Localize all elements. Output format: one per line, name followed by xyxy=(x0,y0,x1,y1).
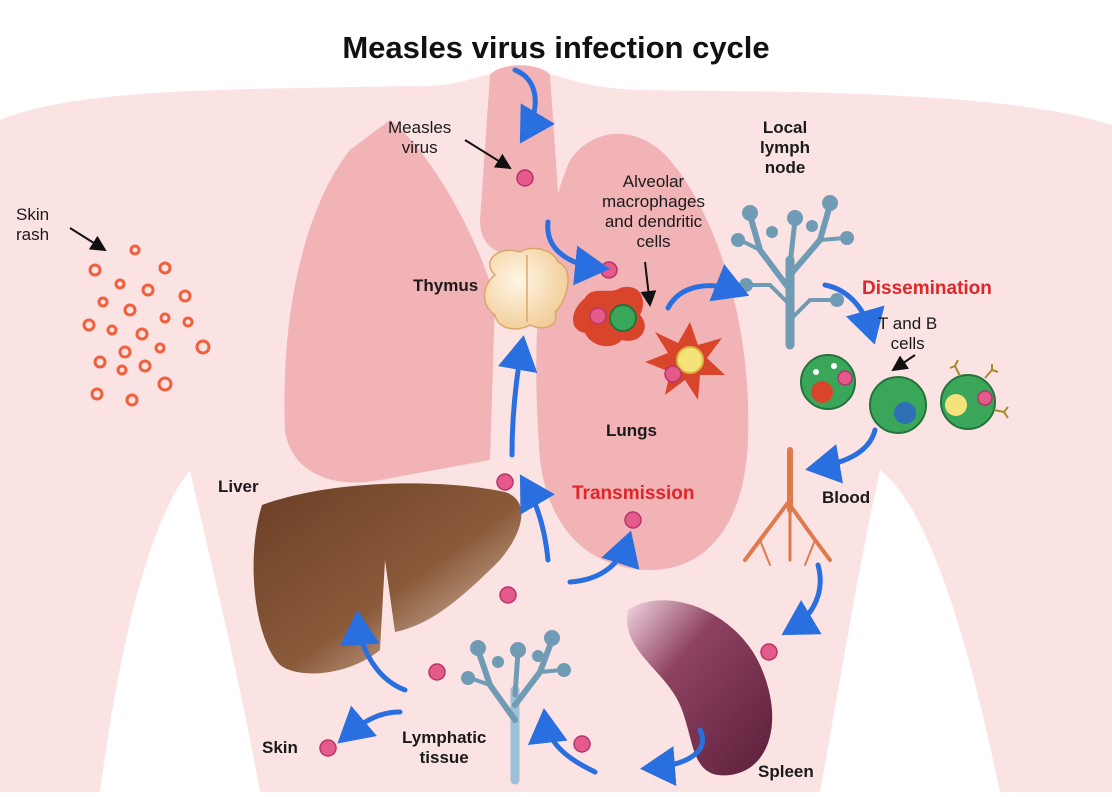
label-skin: Skin xyxy=(262,738,298,757)
alveolar-macrophage-cell xyxy=(572,286,645,347)
label-dissemination: Dissemination xyxy=(862,278,992,299)
virus-particles xyxy=(319,169,993,757)
liver-organ xyxy=(253,483,522,674)
left-lung xyxy=(284,120,495,483)
thymus-organ xyxy=(483,247,569,330)
label-t-and-b-cells: T and B cells xyxy=(878,314,938,353)
label-lungs: Lungs xyxy=(606,421,657,440)
right-lung xyxy=(536,133,749,570)
blood-vessel xyxy=(743,447,832,566)
t-cell-2 xyxy=(940,359,1009,430)
local-lymph-node-organ xyxy=(731,195,854,350)
label-liver: Liver xyxy=(218,477,259,496)
t-cell-1 xyxy=(800,354,856,410)
label-transmission: Transmission xyxy=(572,483,695,504)
pointer-arrows xyxy=(69,139,916,372)
skin-rash-dots xyxy=(82,244,211,407)
label-spleen: Spleen xyxy=(758,762,814,781)
diagram-title: Measles virus infection cycle xyxy=(342,30,770,65)
label-measles-virus: Measles virus xyxy=(388,118,452,157)
label-lymphatic-tissue: Lymphatic tissue xyxy=(402,728,487,767)
cycle-arrows xyxy=(337,67,885,787)
label-alveolar-cells: Alveolar macrophages and dendritic cells xyxy=(602,172,706,251)
lymphatic-tissue-organ xyxy=(461,630,571,785)
label-thymus: Thymus xyxy=(413,276,479,295)
dendritic-cell xyxy=(645,322,725,400)
b-cell xyxy=(869,376,927,434)
label-blood: Blood xyxy=(822,488,871,507)
label-skin-rash: Skin rash xyxy=(16,205,50,244)
spleen-organ xyxy=(627,600,773,776)
label-local-lymph-node: Local lymph node xyxy=(760,118,811,177)
